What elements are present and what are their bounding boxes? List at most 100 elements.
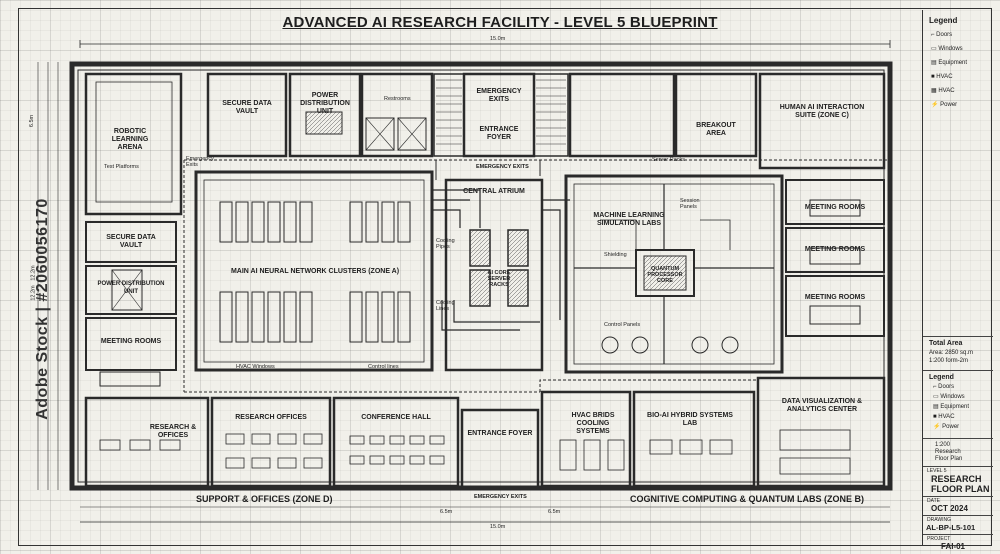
bottom-right-dimension-label: 6.5m (548, 509, 561, 515)
entrance-foyer-wall (462, 72, 536, 158)
door-icon: ⌐ (933, 384, 939, 390)
label-session-panels: Session Panels (680, 198, 700, 210)
room-robotic-arena: ROBOTIC LEARNING ARENA (111, 128, 149, 151)
legend-top-row-5: ▦ HVAC (931, 88, 955, 95)
title-block-project-label: PROJECT (927, 536, 951, 542)
zone-d-label: SUPPORT & OFFICES (ZONE D) (196, 494, 333, 504)
room-meeting-right-2: MEETING ROOMS (804, 246, 866, 253)
label-emergency-exits-bottom: EMERGENCY EXITS (474, 494, 527, 500)
server-rack-group (219, 201, 411, 343)
left-dimension-1: 6.5m (29, 114, 36, 128)
robotic-arena-wall (84, 72, 183, 216)
total-area-heading: Total Area (929, 340, 963, 347)
zone-b-label: COGNITIVE COMPUTING & QUANTUM LABS (ZONE… (630, 494, 864, 504)
room-power-unit-left: POWER DISTRIBUTION UNIT (97, 281, 165, 295)
room-ml-labs: MACHINE LEARNING SIMULATION LABS (593, 212, 665, 227)
title-block-drawing-no: AL-BP-L5-101 (926, 523, 976, 532)
legend-sidebar: Legend ⌐ Doors ▭ Windows ▤ Equipment ■ H… (922, 10, 993, 551)
ml-lab-wall (564, 174, 784, 374)
room-secure-vault-left: SECURE DATA VAULT (106, 234, 156, 249)
label-cooling-pipes: Cooling Pipes (436, 238, 455, 250)
title-block-date: OCT 2024 (931, 504, 968, 513)
hvac-icon: ■ (931, 74, 937, 80)
legend-top-heading: Legend (929, 16, 958, 25)
legend-bottom-row-2: ▭ Windows (933, 394, 965, 401)
left-dimension-3: 12.2m (30, 285, 37, 301)
left-meeting-wall (85, 317, 177, 371)
title-block-name-2: FLOOR PLAN (931, 484, 990, 494)
legend-bottom-item-equipment: Equipment (940, 404, 970, 410)
label-hvac-windows: HVAC Windows (236, 364, 275, 370)
room-entrance-foyer-bottom: ENTRANCE FOYER (467, 430, 533, 437)
hvac-icon: ■ (933, 414, 939, 420)
hvac-room-wall (540, 390, 632, 488)
room-central-atrium: CENTRAL ATRIUM (463, 188, 525, 195)
top-dimension-label: 15.0m (490, 36, 506, 42)
room-secure-vault-top: SECURE DATA VAULT (222, 100, 272, 115)
window-icon: ▭ (931, 46, 939, 52)
label-server-racks: Server Racks (652, 157, 686, 163)
left-power-wall (85, 265, 177, 315)
legend-bottom-heading: Legend (929, 374, 954, 381)
title-block-date-label: DATE (927, 498, 940, 504)
equipment-icon: ▤ (933, 404, 941, 410)
legend-top-item-doors: Doors (936, 32, 953, 38)
legend-top-row-4: ■ HVAC (931, 74, 953, 81)
legend-top-row-6: ⚡ Power (931, 102, 957, 109)
bio-lab-wall (632, 390, 756, 488)
legend-bottom-item-windows: Windows (940, 394, 965, 400)
room-ai-core: AI CORE SERVER RACKS (487, 270, 511, 288)
bottom-dimension-label: 15.0m (490, 524, 506, 530)
left-dimension-2: 12.2m (30, 265, 37, 281)
power-room-wall (288, 72, 362, 158)
legend-top-item-hvac-1: HVAC (936, 74, 953, 80)
open-office-wall (568, 72, 676, 158)
scale-ratio: 1:200 (935, 442, 951, 448)
legend-top-row-3: ▤ Equipment (931, 60, 967, 67)
room-meeting-right-3: MEETING ROOMS (804, 294, 866, 301)
right-meeting-2-wall (785, 227, 885, 273)
bottom-left-dimension-label: 6.5m (440, 509, 453, 515)
legend-top-row-1: ⌐ Doors (931, 32, 952, 39)
data-viz-wall (756, 376, 886, 488)
total-area-scale: 1:200 form-2m (929, 358, 969, 364)
door-icon: ⌐ (931, 32, 937, 38)
label-shielding: Shielding (604, 252, 627, 258)
room-meeting-right-1: MEETING ROOMS (804, 204, 866, 211)
entrance-foyer-bottom-wall (460, 408, 540, 490)
title-block-drawing-label: DRAWING (927, 517, 951, 523)
equipment-icon: ▤ (931, 60, 939, 66)
label-control-lines: Control lines (368, 364, 399, 370)
left-vault-wall (85, 221, 177, 263)
legend-bottom-row-1: ⌐ Doors (933, 384, 954, 391)
conference-wall (332, 396, 460, 488)
scale-floor-plan: Floor Plan (935, 456, 963, 462)
legend-top-item-windows: Windows (938, 46, 963, 52)
title-block-name-1: RESEARCH (931, 474, 982, 484)
room-data-viz: DATA VISUALIZATION & ANALYTICS CENTER (781, 398, 863, 413)
label-control-panels: Control Panels (604, 322, 641, 328)
restrooms-wall (360, 72, 434, 158)
title-block-project-no: FAI-01 (941, 542, 966, 551)
label-test-platforms: Test Platforms (104, 164, 139, 170)
human-ai-suite-wall (758, 72, 886, 170)
right-meeting-1-wall (785, 179, 885, 225)
sheet-border (18, 8, 992, 546)
title-block-level: LEVEL 5 (927, 468, 947, 474)
label-restrooms: Restrooms (384, 96, 411, 102)
legend-top-item-power: Power (940, 102, 958, 108)
room-emergency-exits-top: EMERGENCY EXITS (476, 88, 522, 103)
zone-a-wall (194, 170, 434, 372)
legend-bottom-item-hvac: HVAC (938, 414, 955, 420)
vault-wall (206, 72, 288, 158)
legend-top-item-hvac-2: HVAC (938, 88, 955, 94)
scale-research: Research (935, 449, 961, 455)
label-emergency-exits-left: Emergency Exits (186, 156, 214, 168)
room-human-ai-suite: HUMAN AI INTERACTION SUITE (ZONE C) (779, 104, 865, 119)
room-power-unit-top: POWER DISTRIBUTION UNIT (300, 92, 350, 115)
blueprint-title: ADVANCED AI RESEARCH FACILITY - LEVEL 5 … (282, 14, 718, 31)
window-icon: ▭ (933, 394, 941, 400)
hvac-icon: ▦ (931, 88, 939, 94)
research-offices-wall (210, 396, 332, 488)
